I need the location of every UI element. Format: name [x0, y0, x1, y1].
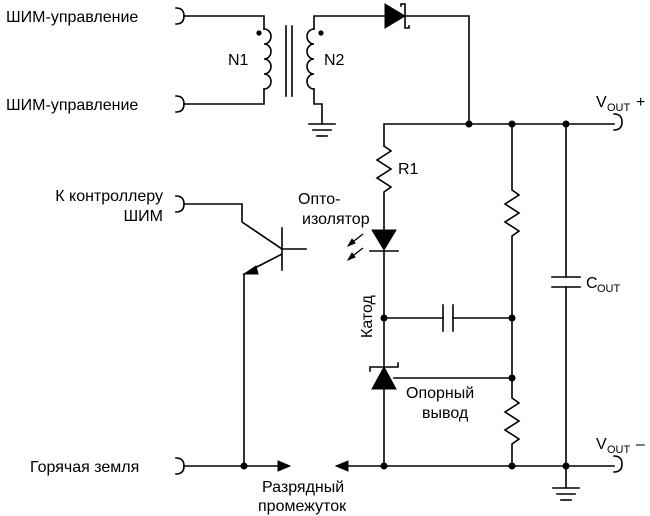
junction-dot — [508, 462, 516, 470]
vout-plus-terminal — [613, 113, 623, 131]
controller-terminal — [175, 195, 185, 213]
controller-wire — [183, 203, 284, 251]
cathode-label: Катод — [359, 294, 376, 338]
svg-text:OUT: OUT — [597, 283, 621, 295]
secondary-bottom-wire — [313, 88, 323, 125]
schottky-diode-icon — [384, 3, 406, 29]
svg-text:OUT: OUT — [607, 444, 631, 456]
n1-polarity-dot — [256, 30, 262, 36]
positive-bus-wire — [383, 123, 615, 147]
pwm-bottom-terminal — [175, 95, 185, 113]
junction-dot — [380, 462, 388, 470]
svg-text:–: – — [636, 436, 645, 453]
vout-plus-label: V OUT + — [596, 94, 645, 114]
divider-upper-resistor-icon — [503, 123, 521, 379]
junction-dot — [240, 462, 248, 470]
reference-pin-label-line1: Опорный — [406, 385, 474, 402]
light-arrows-icon — [346, 233, 364, 262]
r1-resistor-icon — [375, 144, 393, 231]
controller-label-line1: К контроллеру — [55, 188, 163, 205]
hot-ground-label: Горячая земля — [30, 459, 139, 476]
reference-pin-label-line2: вывод — [422, 405, 469, 422]
optoisolator-led-icon — [371, 229, 397, 251]
pwm-control-label-top: ШИМ-управление — [6, 9, 138, 26]
emitter-arrow-icon — [242, 265, 259, 275]
optoisolator-label-line2: изолятор — [302, 211, 370, 228]
gap-arrow-right-icon — [277, 460, 292, 472]
svg-text:OUT: OUT — [607, 102, 631, 114]
optoisolator-label-line1: Опто- — [298, 191, 340, 208]
svg-text:+: + — [636, 94, 645, 111]
svg-text:C: C — [586, 275, 598, 292]
controller-label-line2: ШИМ — [124, 208, 164, 225]
divider-lower-resistor-icon — [503, 377, 521, 467]
n1-winding — [263, 28, 272, 90]
svg-text:V: V — [596, 94, 607, 111]
r1-label: R1 — [398, 161, 419, 178]
secondary-top-wire — [313, 15, 386, 30]
svg-text:V: V — [596, 436, 607, 453]
pwm-control-label-bottom: ШИМ-управление — [6, 97, 138, 114]
hot-ground-terminal — [175, 457, 185, 475]
ground-icon-top — [308, 123, 336, 137]
vout-minus-terminal — [613, 455, 623, 473]
n2-polarity-dot — [318, 30, 324, 36]
discharge-gap-label-line2: промежуток — [258, 498, 347, 515]
junction-dot — [465, 120, 473, 128]
cout-label: C OUT — [586, 275, 621, 295]
pwm-top-terminal — [175, 7, 185, 25]
pwm-top-wire — [183, 15, 265, 30]
discharge-gap-label-line1: Разрядный — [262, 479, 344, 496]
pwm-bottom-wire — [183, 88, 265, 105]
vout-minus-label: V OUT – — [596, 436, 645, 456]
shunt-reference-icon — [371, 365, 397, 390]
n2-label: N2 — [324, 52, 345, 69]
gap-arrow-left-icon — [334, 460, 349, 472]
junction-dot — [562, 462, 570, 470]
n2-winding — [306, 28, 315, 90]
ground-icon-bottom — [552, 487, 580, 501]
diode-to-bus-wire — [404, 15, 470, 125]
n1-label: N1 — [228, 52, 249, 69]
